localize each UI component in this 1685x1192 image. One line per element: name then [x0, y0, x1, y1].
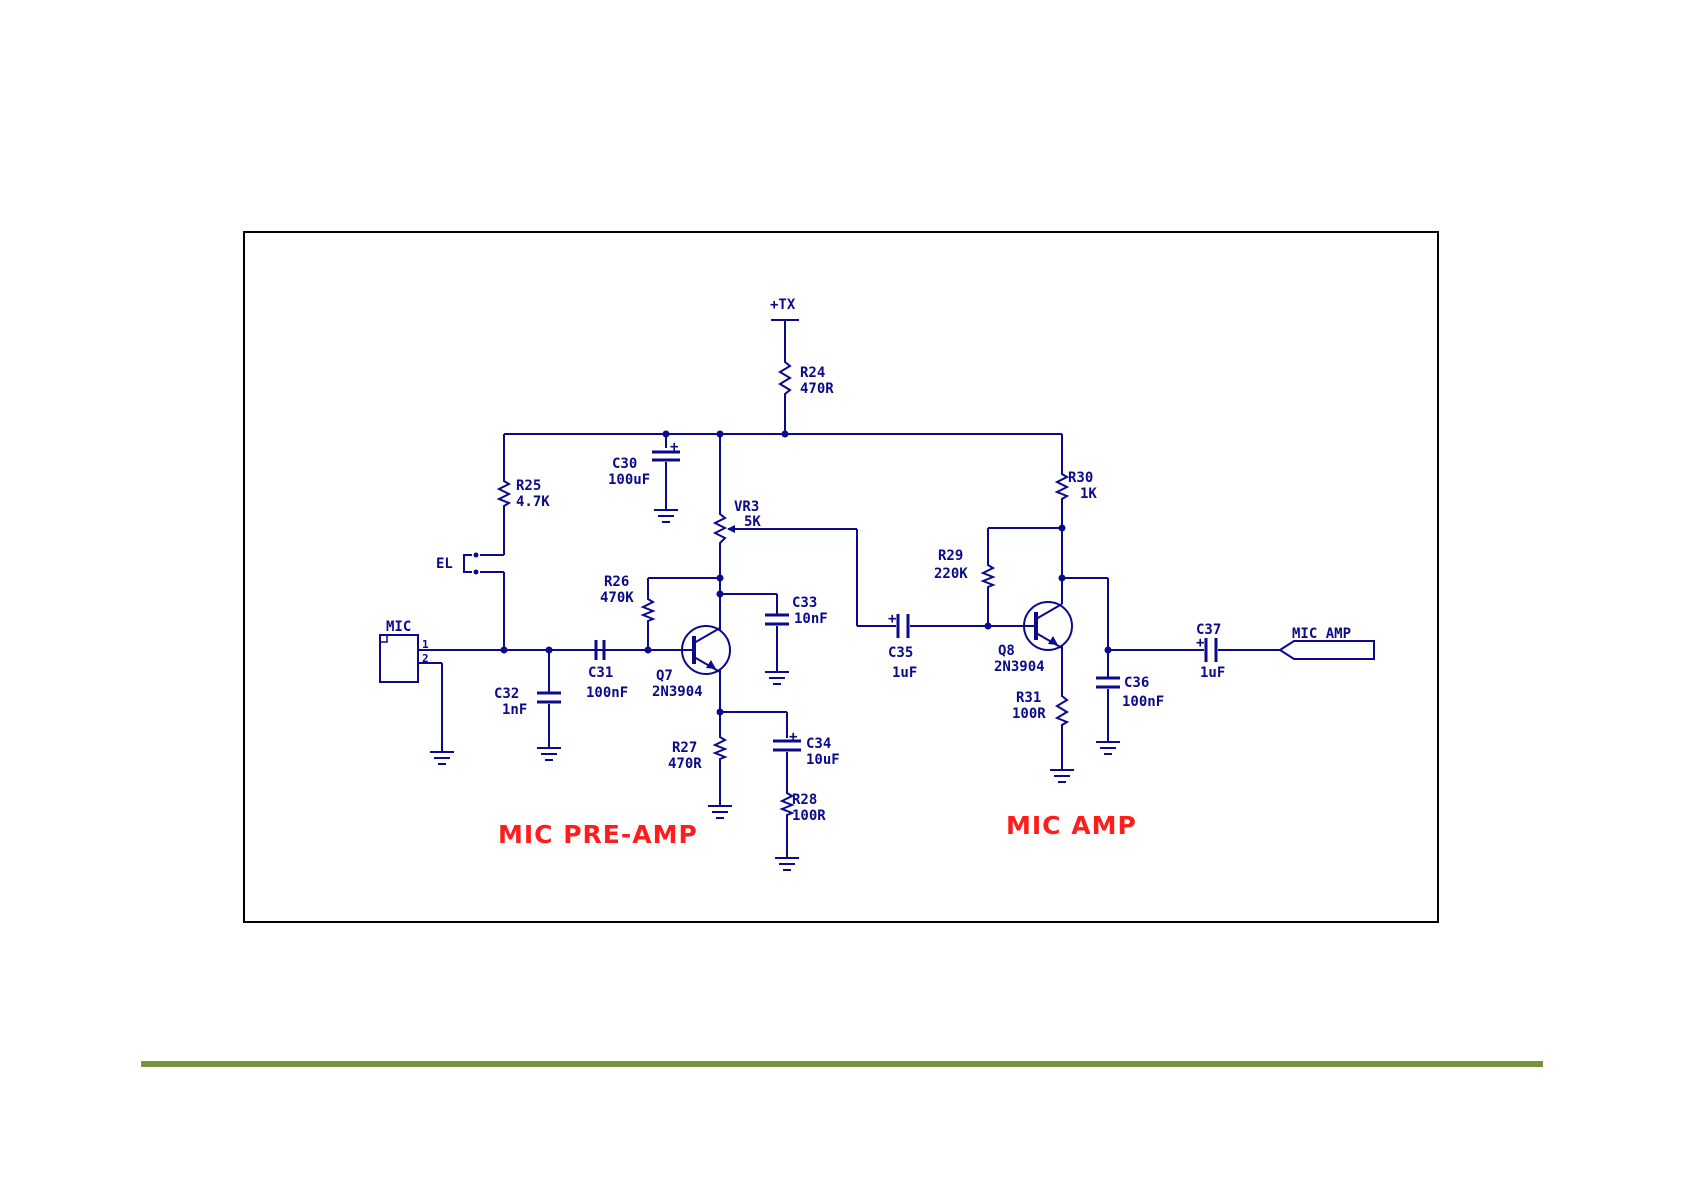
mic-pin1-label: 1: [422, 638, 429, 651]
supply-label: +TX: [770, 297, 796, 313]
r29-ref: R29: [938, 548, 963, 564]
ground-symbol-c36: [1096, 742, 1120, 754]
output-port-mic-amp: [1280, 641, 1374, 659]
wires: [418, 320, 1280, 858]
c34-polarity-mark: +: [789, 729, 797, 745]
el-connector: [464, 555, 472, 572]
r31-value: 100R: [1012, 706, 1046, 722]
output-label: MIC_AMP: [1292, 626, 1351, 642]
c34-value: 10uF: [806, 752, 840, 768]
q7-part: 2N3904: [652, 684, 703, 700]
vr3-value: 5K: [744, 514, 761, 530]
r28-ref: R28: [792, 792, 817, 808]
section-label-amp: MIC AMP: [1006, 811, 1137, 840]
c31-value: 100nF: [586, 685, 628, 701]
c32-ref: C32: [494, 686, 519, 702]
resistor-r27: [715, 734, 725, 760]
c34-ref: C34: [806, 736, 831, 752]
q8-part: 2N3904: [994, 659, 1045, 675]
r30-ref: R30: [1068, 470, 1093, 486]
ground-symbol-c30: [654, 510, 678, 522]
ground-symbol-r28: [775, 858, 799, 870]
c30-ref: C30: [612, 456, 637, 472]
el-pin-2: [474, 570, 479, 575]
resistor-r24: [780, 358, 790, 398]
r26-value: 470K: [600, 590, 634, 606]
transistor-q8: [1020, 602, 1072, 650]
c33-ref: C33: [792, 595, 817, 611]
c36-ref: C36: [1124, 675, 1149, 691]
footer-rule: [141, 1061, 1543, 1067]
c31-ref: C31: [588, 665, 613, 681]
mic-connector-pin1-marker: [380, 635, 387, 642]
q7-ref: Q7: [656, 668, 673, 684]
el-label: EL: [436, 556, 453, 572]
mic-ref: MIC: [386, 619, 411, 635]
el-pin-1: [474, 553, 479, 558]
potentiometer-vr3: [715, 510, 725, 546]
r29-value: 220K: [934, 566, 968, 582]
r24-ref: R24: [800, 365, 825, 381]
resistor-r29: [983, 562, 993, 588]
c30-value: 100uF: [608, 472, 650, 488]
resistor-r31: [1057, 692, 1067, 726]
c35-ref: C35: [888, 645, 913, 661]
q8-ref: Q8: [998, 643, 1015, 659]
section-label-preamp: MIC PRE-AMP: [498, 820, 698, 849]
c35-polarity-mark: +: [888, 611, 896, 627]
c32-value: 1nF: [502, 702, 527, 718]
r27-value: 470R: [668, 756, 702, 772]
vr3-ref: VR3: [734, 499, 759, 515]
mic-pin2-label: 2: [422, 652, 429, 665]
c33-value: 10nF: [794, 611, 828, 627]
c30-polarity-mark: +: [670, 439, 678, 455]
schematic-frame: [244, 232, 1438, 922]
r26-ref: R26: [604, 574, 629, 590]
transistor-q7: [680, 626, 730, 674]
r25-ref: R25: [516, 478, 541, 494]
c35-value: 1uF: [892, 665, 917, 681]
resistor-r28: [782, 790, 792, 816]
c36-value: 100nF: [1122, 694, 1164, 710]
r30-value: 1K: [1080, 486, 1097, 502]
r31-ref: R31: [1016, 690, 1041, 706]
r24-value: 470R: [800, 381, 834, 397]
ground-symbol-c32: [537, 748, 561, 760]
ground-symbol-r31: [1050, 770, 1074, 782]
ground-symbol-r27: [708, 806, 732, 818]
resistor-r25: [499, 478, 509, 508]
r25-value: 4.7K: [516, 494, 550, 510]
resistor-r30: [1057, 470, 1067, 500]
resistor-r26: [643, 596, 653, 622]
r27-ref: R27: [672, 740, 697, 756]
ground-symbol-c33: [765, 672, 789, 684]
c37-ref: C37: [1196, 622, 1221, 638]
r28-value: 100R: [792, 808, 826, 824]
c37-value: 1uF: [1200, 665, 1225, 681]
vr3-wiper-arrow: [727, 525, 735, 533]
ground-symbol-mic: [430, 752, 454, 764]
